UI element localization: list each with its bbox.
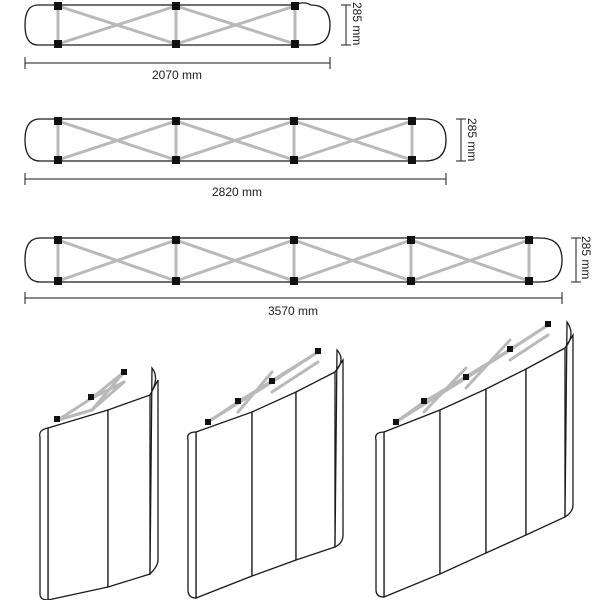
depth-label-3: 285 mm xyxy=(579,236,593,279)
top-view-2: 2820 mm 285 mm xyxy=(24,117,479,199)
wall-panel xyxy=(251,390,297,577)
wall-panel xyxy=(107,394,151,588)
end-cap-right xyxy=(564,319,574,519)
width-label-2: 2820 mm xyxy=(212,185,262,199)
joint-marker xyxy=(507,346,513,352)
perspective-view-2 xyxy=(187,348,344,599)
end-cap-left xyxy=(375,431,385,598)
joint-marker xyxy=(408,156,416,164)
joint-marker xyxy=(172,156,180,164)
joint-marker xyxy=(407,236,415,244)
end-cap-left xyxy=(187,431,197,599)
wall-panel xyxy=(195,411,253,599)
joint-marker xyxy=(54,40,62,48)
joint-marker xyxy=(269,378,275,384)
wall-panel xyxy=(439,387,487,576)
joint-marker xyxy=(172,277,180,285)
joint-marker xyxy=(54,416,60,422)
joint-marker xyxy=(545,321,551,327)
depth-label-1: 285 mm xyxy=(350,2,364,45)
joint-marker xyxy=(290,117,298,125)
top-view-2-outline xyxy=(24,118,447,162)
top-view-3-outline xyxy=(24,237,563,283)
wall-panel xyxy=(47,409,109,600)
joint-marker xyxy=(54,156,62,164)
joint-marker xyxy=(172,117,180,125)
wall-panel xyxy=(525,346,566,537)
joint-marker xyxy=(172,236,180,244)
perspective-view-1 xyxy=(39,366,159,600)
joint-marker xyxy=(407,277,415,285)
end-cap-right xyxy=(334,348,344,549)
joint-marker xyxy=(291,40,299,48)
joint-marker xyxy=(315,348,321,354)
joint-marker xyxy=(54,117,62,125)
joint-marker xyxy=(291,2,299,10)
depth-label-2: 285 mm xyxy=(465,118,479,161)
top-view-1: 2070 mm 285 mm xyxy=(24,2,364,82)
joint-marker xyxy=(88,394,94,400)
joint-marker xyxy=(172,2,180,10)
width-label-3: 3570 mm xyxy=(268,304,318,318)
joint-marker xyxy=(54,277,62,285)
wall-panel xyxy=(383,409,441,598)
joint-marker xyxy=(463,374,469,380)
joint-marker xyxy=(393,419,399,425)
joint-marker xyxy=(121,369,127,375)
perspective-view-3 xyxy=(375,319,574,598)
end-cap-left xyxy=(39,427,49,600)
joint-marker xyxy=(290,156,298,164)
joint-marker xyxy=(54,2,62,10)
end-cap-right xyxy=(149,366,159,576)
top-view-3: 3570 mm 285 mm xyxy=(24,236,593,318)
wall-panel xyxy=(295,370,336,561)
joint-marker xyxy=(172,40,180,48)
joint-marker xyxy=(290,277,298,285)
joint-marker xyxy=(421,398,427,404)
joint-marker xyxy=(54,236,62,244)
joint-marker xyxy=(205,419,211,425)
wall-panel xyxy=(485,367,527,555)
width-label-1: 2070 mm xyxy=(152,68,202,82)
joint-marker xyxy=(525,277,533,285)
joint-marker xyxy=(235,398,241,404)
joint-marker xyxy=(408,117,416,125)
joint-marker xyxy=(525,236,533,244)
joint-marker xyxy=(290,236,298,244)
